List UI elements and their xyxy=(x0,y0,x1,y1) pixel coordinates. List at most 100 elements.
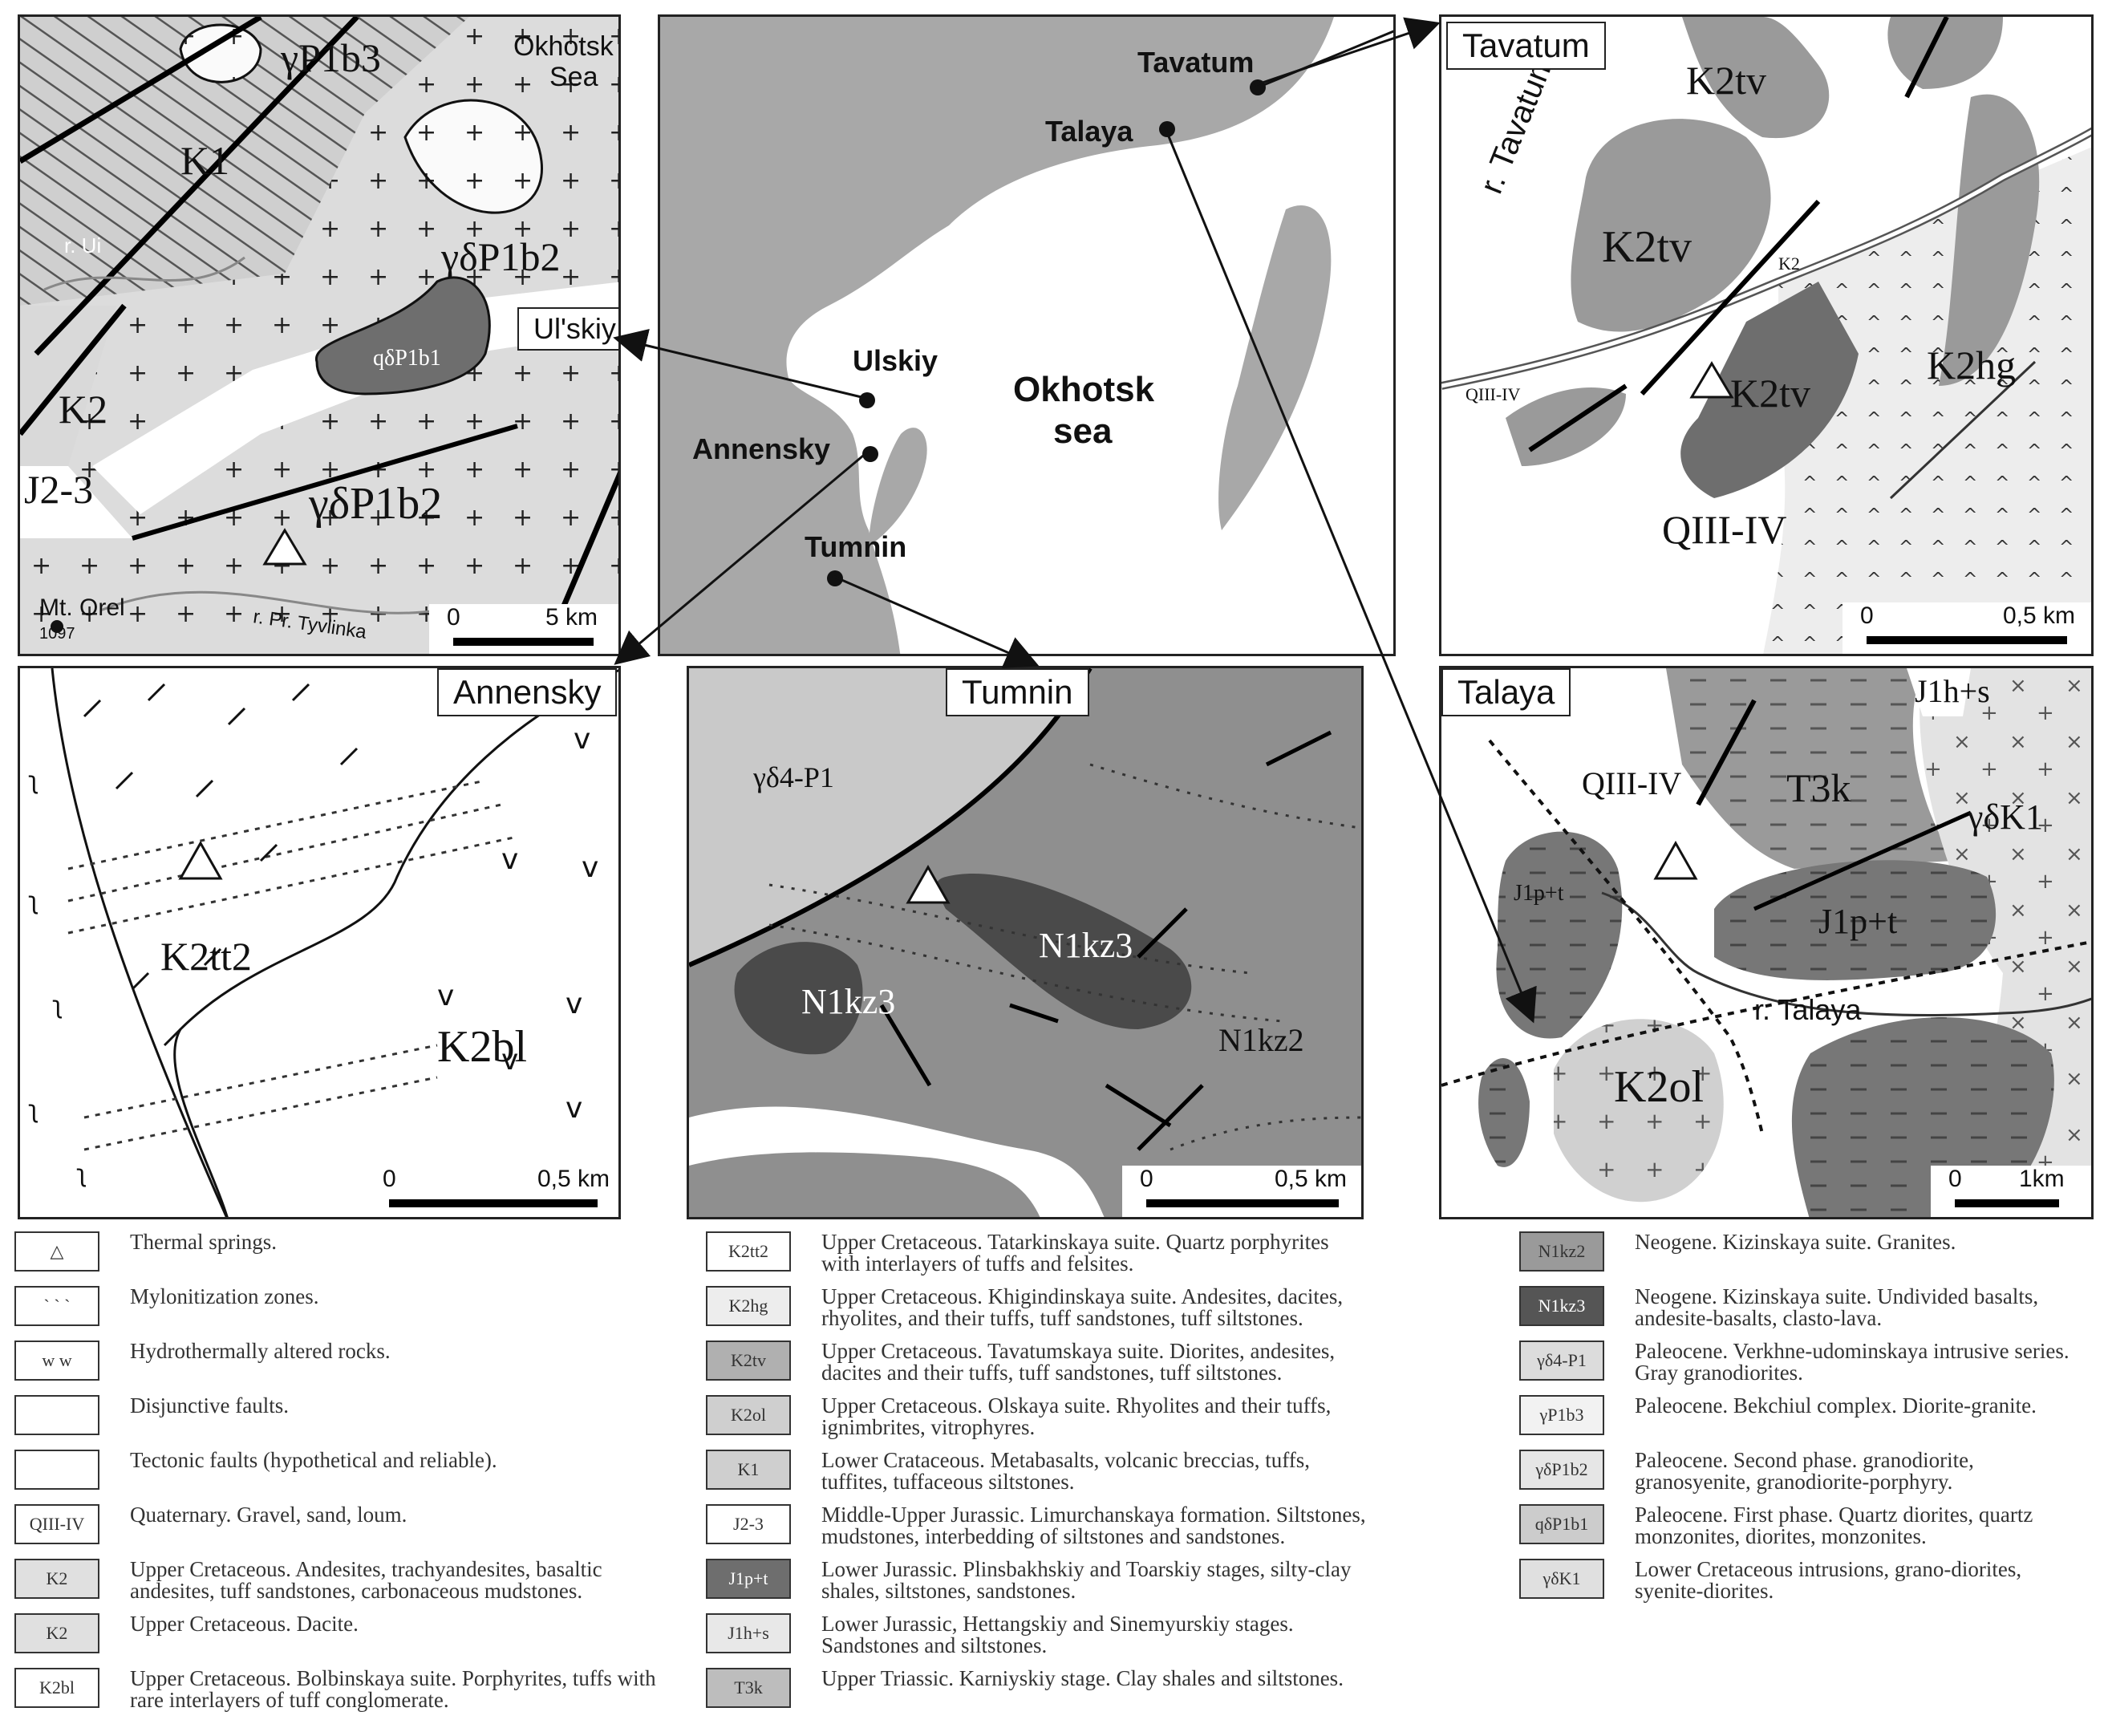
j23-unit xyxy=(20,466,132,538)
basalt-lens-2 xyxy=(936,874,1192,1029)
sea-label-sea: Sea xyxy=(549,62,598,92)
legend-swatch: K2 xyxy=(14,1559,99,1599)
unit-label-j1pt-west: J1p+t xyxy=(1514,881,1564,906)
thermal-spring-marker xyxy=(262,528,307,566)
sea-label-sea: sea xyxy=(1053,412,1113,451)
k2tv-unit-main xyxy=(1571,119,1771,332)
legend-swatch: γP1b3 xyxy=(1519,1395,1604,1435)
legend-text: Upper Cretaceous. Khigindinskaya suite. … xyxy=(821,1284,1344,1330)
fault-d xyxy=(1889,360,2037,500)
k2tv-unit-top xyxy=(1682,17,1830,139)
legend-item: Tectonic faults (hypothetical and reliab… xyxy=(14,1450,675,1490)
fault-2 xyxy=(34,17,359,356)
legend-text: Lower Cretaceous intrusions, grano-diori… xyxy=(1635,1557,2022,1603)
unit-label-qdp1b1: qδP1b1 xyxy=(373,346,441,371)
legend-swatch: J2-3 xyxy=(706,1504,791,1544)
legend-text: Paleocene. First phase. Quartz diorites,… xyxy=(1635,1503,2033,1548)
panel-title-talaya: Talaya xyxy=(1441,668,1571,716)
fault-1 xyxy=(20,17,262,164)
legend-text: Lower Crataceous. Metabasalts, volcanic … xyxy=(821,1448,1311,1494)
legend-text: Middle-Upper Jurassic. Limurchanskaya fo… xyxy=(821,1503,1366,1548)
mt-orel-marker xyxy=(51,620,63,633)
legend-text: Hydrothermally altered rocks. xyxy=(130,1339,391,1363)
k2tv-unit-north xyxy=(1887,17,2003,89)
tumnin-map-panel: γδ4-P1 N1kz3 N1kz3 N1kz2 Tumnin 0 0,5 km xyxy=(687,666,1364,1219)
small-intrusion xyxy=(179,23,262,83)
river-label-talaya: r. Talaya xyxy=(1754,993,1862,1026)
j1-small-lens xyxy=(1478,1058,1530,1167)
site-marker-annensky xyxy=(862,446,878,462)
legend-swatch: K2bl xyxy=(14,1668,99,1708)
tumnin-geology-svg xyxy=(689,668,1361,1217)
unit-label-k2tv-main: K2tv xyxy=(1602,222,1692,272)
panel-title-tavatum: Tavatum xyxy=(1446,22,1606,70)
unit-label-n1kz2: N1kz2 xyxy=(1218,1022,1304,1058)
river-talaya xyxy=(1601,891,2091,1017)
unit-label-k2tv-north: K2tv xyxy=(1686,58,1766,103)
dotted-zone-2 xyxy=(67,835,518,935)
panel-title-annensky: Annensky xyxy=(437,668,618,716)
fault-c xyxy=(1904,17,1949,99)
site-marker-talaya xyxy=(1159,121,1175,137)
legend-text: Tectonic faults (hypothetical and reliab… xyxy=(130,1448,497,1472)
solid-fault-2 xyxy=(1753,810,1972,911)
fault-b xyxy=(1640,199,1821,396)
peninsula-shape xyxy=(869,428,927,546)
legend-item: K2 Upper Cretaceous. Andesites, trachyand… xyxy=(14,1559,675,1602)
solid-fault xyxy=(1696,699,1757,806)
svg-text:ʅ: ʅ xyxy=(76,1160,87,1188)
scale-end: 1km xyxy=(2019,1166,2065,1192)
svg-text:v: v xyxy=(582,851,598,884)
site-marker-tumnin xyxy=(827,570,843,586)
legend-text: Paleocene. Second phase. granodiorite, g… xyxy=(1635,1448,1974,1494)
panel-title-ulskiy: Ul'skiy xyxy=(517,307,618,351)
tavatum-geology-svg: ^ xyxy=(1441,17,2091,654)
dotted-trends xyxy=(768,763,1361,1151)
scale-bar-tumnin: 0 0,5 km xyxy=(1122,1166,1361,1217)
svg-text:v: v xyxy=(437,980,454,1012)
legend-text: Upper Cretaceous. Andesites, trachyandes… xyxy=(130,1557,602,1603)
legend-item: γδP1b2 Paleocene. Second phase. granodior… xyxy=(1519,1450,2084,1493)
talaya-geology-svg: × + + xyxy=(1441,668,2091,1217)
legend-item: Disjunctive faults. xyxy=(14,1395,675,1435)
unit-label-j1pt-east: J1p+t xyxy=(1818,902,1898,941)
j1ht-unit xyxy=(1907,668,1971,716)
panel-title-tumnin: Tumnin xyxy=(946,668,1089,716)
scale-start: 0 xyxy=(1948,1166,1962,1192)
site-label-ulskiy: Ulskiy xyxy=(853,344,938,377)
j1pt-unit-east xyxy=(1714,860,1997,980)
scale-bar-talaya: 0 1km xyxy=(1931,1166,2091,1217)
mylonite-boundary xyxy=(51,668,228,1217)
legend-text: Mylonitization zones. xyxy=(130,1284,319,1308)
unit-label-k2bl: K2bl xyxy=(437,1022,527,1072)
site-label-tumnin: Tumnin xyxy=(805,530,907,563)
site-marker-ulskiy xyxy=(859,392,875,408)
thermal-spring-marker xyxy=(1689,361,1734,399)
scale-start: 0 xyxy=(383,1166,396,1192)
svg-text:ʅ: ʅ xyxy=(28,767,39,795)
thermal-spring-marker xyxy=(906,864,951,904)
legend-swatch: γδP1b2 xyxy=(1519,1450,1604,1490)
legend-text: Thermal springs. xyxy=(130,1230,277,1254)
legend-swatch: K2ol xyxy=(706,1395,791,1435)
legend-swatch: J1p+t xyxy=(706,1559,791,1599)
legend-text: Upper Cretaceous. Olskaya suite. Rhyolit… xyxy=(821,1393,1332,1439)
scale-start: 0 xyxy=(1140,1166,1153,1192)
legend-text: Paleocene. Bekchiul complex. Diorite-gra… xyxy=(1635,1393,2037,1418)
unit-label-k2ol: K2ol xyxy=(1614,1062,1704,1112)
mountain-label: Mt. Orel xyxy=(39,594,125,621)
k1-hatched-unit xyxy=(20,17,469,306)
legend-swatch: γδ4-P1 xyxy=(1519,1341,1604,1381)
stream-white xyxy=(689,1106,1105,1217)
legend-swatch xyxy=(14,1395,99,1435)
talaya-map-panel: × + + xyxy=(1439,666,2094,1219)
legend-item: △Thermal springs. xyxy=(14,1231,675,1272)
